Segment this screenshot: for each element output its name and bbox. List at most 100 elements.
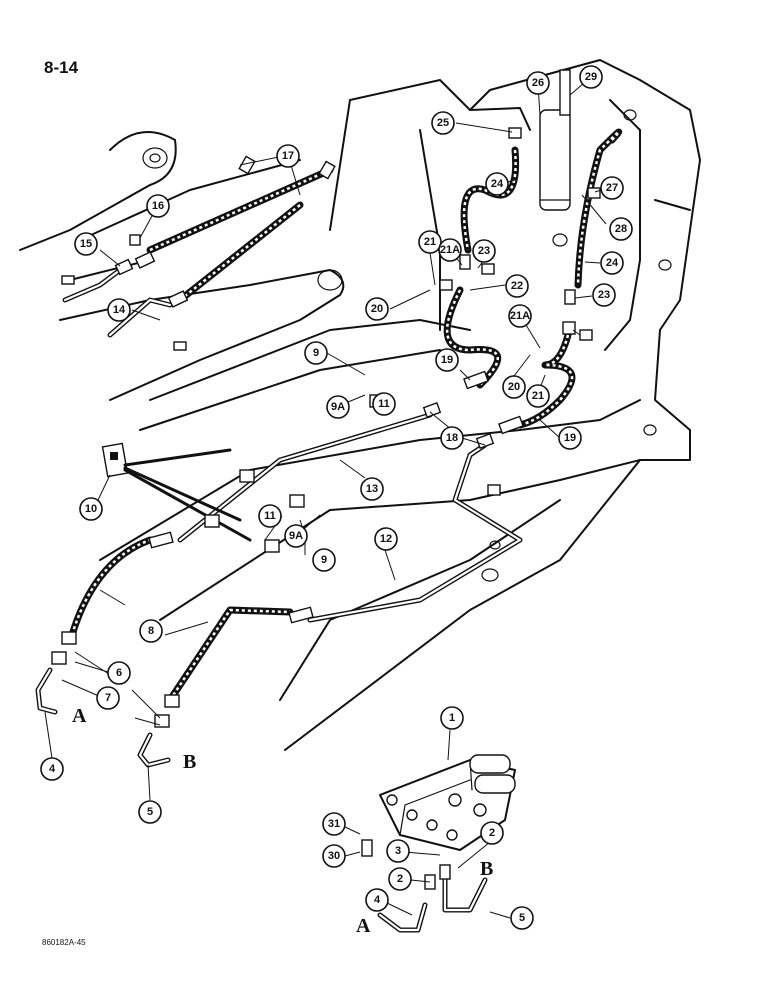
- svg-text:30: 30: [328, 850, 340, 862]
- port-label-a-lower: A: [356, 915, 371, 937]
- svg-text:28: 28: [615, 223, 627, 235]
- callout-19: 19: [435, 348, 459, 372]
- svg-text:31: 31: [328, 818, 340, 830]
- svg-text:10: 10: [85, 503, 97, 515]
- callout-21: 21: [418, 230, 442, 254]
- callout-2: 2: [480, 821, 504, 845]
- leader-lines: [44, 76, 611, 919]
- callout-24: 24: [600, 251, 624, 275]
- svg-text:21: 21: [532, 390, 544, 402]
- callout-23: 23: [472, 239, 496, 263]
- svg-text:23: 23: [598, 289, 610, 301]
- svg-text:1: 1: [449, 712, 455, 724]
- callout-31: 31: [322, 812, 346, 836]
- svg-text:27: 27: [606, 182, 618, 194]
- control-valve: [361, 754, 516, 890]
- svg-text:21A: 21A: [440, 244, 460, 256]
- callout-20: 20: [502, 375, 526, 399]
- svg-text:19: 19: [564, 432, 576, 444]
- callout-25: 25: [431, 111, 455, 135]
- callout-21a: 21A: [438, 238, 462, 262]
- hoses: [68, 128, 623, 704]
- lift-cylinder: [539, 69, 571, 211]
- svg-text:18: 18: [446, 432, 458, 444]
- svg-text:14: 14: [113, 304, 126, 316]
- svg-text:15: 15: [80, 238, 92, 250]
- callout-21: 21: [526, 384, 550, 408]
- svg-text:2: 2: [489, 827, 495, 839]
- callout-4: 4: [40, 757, 64, 781]
- svg-text:19: 19: [441, 354, 453, 366]
- svg-text:24: 24: [606, 257, 619, 269]
- callout-21a: 21A: [508, 304, 532, 328]
- svg-text:29: 29: [585, 71, 597, 83]
- svg-text:17: 17: [282, 150, 294, 162]
- svg-text:3: 3: [395, 845, 401, 857]
- svg-text:11: 11: [378, 398, 390, 410]
- callout-15: 15: [74, 232, 98, 256]
- callout-9: 9: [304, 341, 328, 365]
- port-label-a-upper: A: [72, 705, 87, 727]
- callout-9a: 9A: [284, 524, 308, 548]
- callout-3: 3: [386, 839, 410, 863]
- callout-2: 2: [388, 867, 412, 891]
- svg-text:23: 23: [478, 245, 490, 257]
- callout-10: 10: [79, 497, 103, 521]
- loader-frame: [99, 59, 701, 751]
- svg-text:6: 6: [116, 667, 122, 679]
- callout-9: 9: [312, 548, 336, 572]
- callout-29: 29: [579, 65, 603, 89]
- svg-text:25: 25: [437, 117, 449, 129]
- svg-text:9: 9: [313, 347, 319, 359]
- svg-text:16: 16: [152, 200, 164, 212]
- port-label-b-lower: B: [480, 858, 493, 880]
- callout-4: 4: [365, 888, 389, 912]
- callout-23: 23: [592, 283, 616, 307]
- callout-7: 7: [96, 686, 120, 710]
- svg-text:20: 20: [508, 381, 520, 393]
- callout-5: 5: [510, 906, 534, 930]
- port-label-b-upper: B: [183, 751, 196, 773]
- svg-text:8: 8: [148, 625, 154, 637]
- fittings: [51, 127, 601, 728]
- svg-text:5: 5: [147, 806, 153, 818]
- callout-27: 27: [600, 176, 624, 200]
- svg-text:24: 24: [491, 178, 504, 190]
- svg-text:13: 13: [366, 483, 378, 495]
- svg-text:9A: 9A: [331, 401, 345, 413]
- callout-20: 20: [365, 297, 389, 321]
- figure-id: 860182A-45: [42, 938, 86, 947]
- callout-8: 8: [139, 619, 163, 643]
- svg-text:7: 7: [105, 692, 111, 704]
- page-number: 8-14: [44, 58, 79, 77]
- callout-16: 16: [146, 194, 170, 218]
- callout-19: 19: [558, 426, 582, 450]
- svg-text:20: 20: [371, 303, 383, 315]
- callout-14: 14: [107, 298, 131, 322]
- svg-text:21: 21: [424, 236, 436, 248]
- callout-5: 5: [138, 800, 162, 824]
- steel-tubes: [35, 267, 523, 933]
- callout-9a: 9A: [326, 395, 350, 419]
- callout-11: 11: [372, 392, 396, 416]
- callout-1: 1: [440, 706, 464, 730]
- callout-17: 17: [276, 144, 300, 168]
- callout-24: 24: [485, 172, 509, 196]
- svg-text:5: 5: [519, 912, 525, 924]
- callout-18: 18: [440, 426, 464, 450]
- svg-text:9A: 9A: [289, 530, 303, 542]
- callout-28: 28: [609, 217, 633, 241]
- callout-22: 22: [505, 274, 529, 298]
- boom-arm-detail: [19, 131, 345, 401]
- callout-6: 6: [107, 661, 131, 685]
- svg-text:2: 2: [397, 873, 403, 885]
- callout-12: 12: [374, 527, 398, 551]
- svg-text:21A: 21A: [510, 310, 530, 322]
- svg-text:4: 4: [374, 894, 381, 906]
- callout-13: 13: [360, 477, 384, 501]
- svg-text:12: 12: [380, 533, 392, 545]
- svg-text:22: 22: [511, 280, 523, 292]
- callout-11: 11: [258, 504, 282, 528]
- svg-text:26: 26: [532, 77, 544, 89]
